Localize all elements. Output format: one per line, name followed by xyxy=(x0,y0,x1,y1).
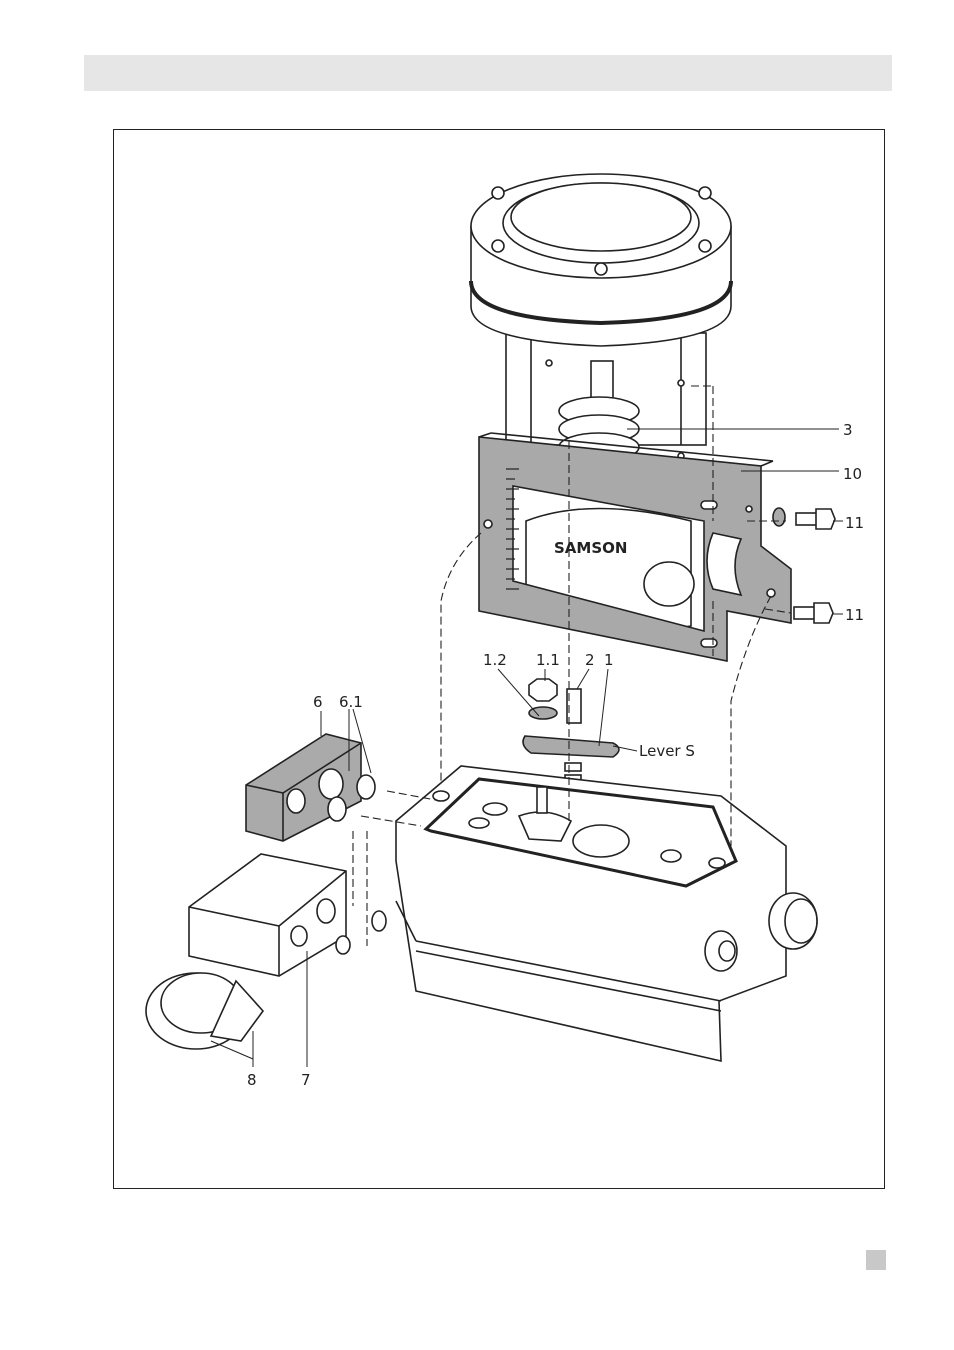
screw-11-upper xyxy=(773,508,835,529)
label-part-1-1: 1.1 xyxy=(536,651,560,669)
label-lever-s: Lever S xyxy=(639,742,695,760)
label-part-6-1: 6.1 xyxy=(339,693,363,711)
actuator xyxy=(471,174,731,461)
screw-11-lower xyxy=(794,603,833,623)
label-part-2: 2 xyxy=(585,651,595,669)
label-part-6: 6 xyxy=(313,693,323,711)
header-bar xyxy=(84,55,892,91)
cable-gland-left xyxy=(705,931,737,971)
figure-frame: SAMSON xyxy=(113,129,885,1189)
block-6 xyxy=(246,734,375,841)
cable-gland-right xyxy=(769,893,817,949)
brand-label: SAMSON xyxy=(554,539,627,557)
label-part-1: 1 xyxy=(604,651,614,669)
label-part-11-lower: 11 xyxy=(845,606,864,624)
label-part-7: 7 xyxy=(301,1071,311,1089)
label-part-10: 10 xyxy=(843,465,862,483)
exploded-view-diagram: SAMSON xyxy=(114,130,886,1190)
part-8 xyxy=(146,973,263,1049)
block-7 xyxy=(189,854,386,976)
label-part-3: 3 xyxy=(843,421,853,439)
positioner-housing xyxy=(396,766,817,1061)
label-part-1-2: 1.2 xyxy=(483,651,507,669)
label-part-8: 8 xyxy=(247,1071,257,1089)
label-part-11-upper: 11 xyxy=(845,514,864,532)
page-marker xyxy=(866,1250,886,1270)
